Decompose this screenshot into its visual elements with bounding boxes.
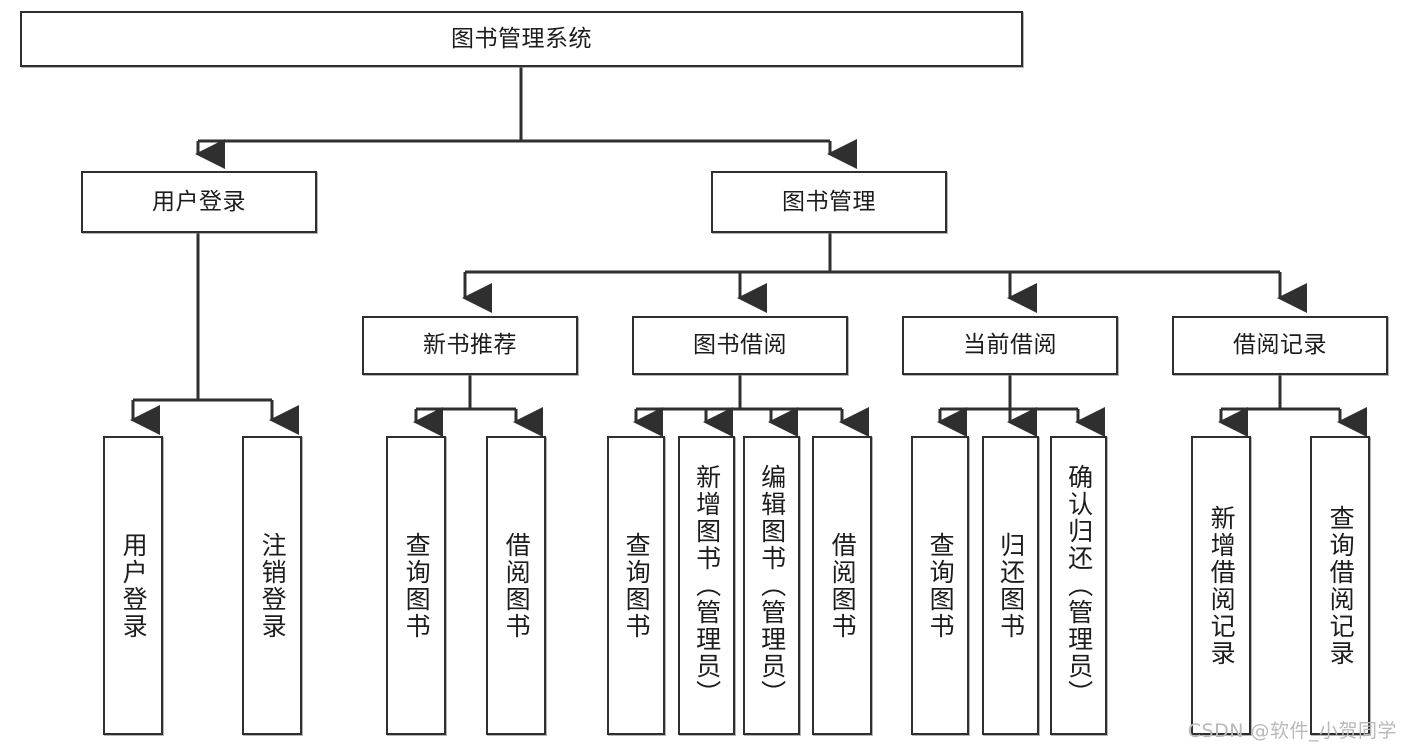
node-borrow-record[interactable]: 借阅记录 — [1172, 316, 1388, 375]
csdn-watermark: CSDN @软件_小贺同学 — [1187, 720, 1397, 742]
node-user-login-label: 用户登录 — [152, 188, 246, 215]
node-current-borrow-label: 当前借阅 — [963, 332, 1057, 359]
node-leaf-borrow-book-1-label: 借阅图书 — [502, 531, 532, 640]
node-new-book-rec[interactable]: 新书推荐 — [362, 316, 578, 375]
node-leaf-return-book[interactable]: 归还图书 — [982, 436, 1039, 735]
node-leaf-query-record-label: 查询借阅记录 — [1326, 504, 1356, 667]
node-root-label: 图书管理系统 — [451, 25, 592, 52]
node-leaf-query-book-3[interactable]: 查询图书 — [911, 436, 969, 735]
node-current-borrow[interactable]: 当前借阅 — [902, 316, 1118, 375]
node-leaf-confirm-return[interactable]: 确认归还（管理员） — [1050, 436, 1107, 735]
node-leaf-user-login[interactable]: 用户登录 — [103, 436, 163, 735]
node-leaf-logout-label: 注销登录 — [258, 531, 288, 640]
node-book-manage[interactable]: 图书管理 — [711, 171, 947, 233]
node-leaf-borrow-book-1[interactable]: 借阅图书 — [486, 436, 546, 735]
node-leaf-add-record[interactable]: 新增借阅记录 — [1191, 436, 1251, 735]
node-leaf-logout[interactable]: 注销登录 — [242, 436, 302, 735]
node-borrow-record-label: 借阅记录 — [1233, 332, 1327, 359]
node-leaf-add-book[interactable]: 新增图书（管理员） — [678, 436, 735, 735]
node-user-login[interactable]: 用户登录 — [81, 171, 317, 233]
node-leaf-borrow-book-2[interactable]: 借阅图书 — [812, 436, 872, 735]
node-leaf-query-book-3-label: 查询图书 — [926, 531, 956, 640]
node-leaf-query-book-1-label: 查询图书 — [402, 531, 432, 640]
node-book-manage-label: 图书管理 — [782, 188, 876, 215]
node-new-book-rec-label: 新书推荐 — [423, 332, 517, 359]
node-leaf-user-login-label: 用户登录 — [119, 531, 149, 640]
node-leaf-edit-book-label: 编辑图书（管理员） — [757, 464, 787, 707]
node-book-borrow[interactable]: 图书借阅 — [632, 316, 848, 375]
node-leaf-add-book-label: 新增图书（管理员） — [692, 464, 722, 707]
node-leaf-query-record[interactable]: 查询借阅记录 — [1310, 436, 1370, 735]
node-leaf-query-book-2[interactable]: 查询图书 — [607, 436, 665, 735]
node-leaf-borrow-book-2-label: 借阅图书 — [828, 531, 858, 640]
node-leaf-query-book-1[interactable]: 查询图书 — [386, 436, 446, 735]
node-leaf-add-record-label: 新增借阅记录 — [1207, 504, 1237, 667]
node-leaf-edit-book[interactable]: 编辑图书（管理员） — [743, 436, 800, 735]
node-leaf-query-book-2-label: 查询图书 — [622, 531, 652, 640]
node-leaf-confirm-return-label: 确认归还（管理员） — [1064, 464, 1094, 707]
node-leaf-return-book-label: 归还图书 — [996, 531, 1026, 640]
node-book-borrow-label: 图书借阅 — [693, 332, 787, 359]
node-root[interactable]: 图书管理系统 — [20, 11, 1023, 67]
